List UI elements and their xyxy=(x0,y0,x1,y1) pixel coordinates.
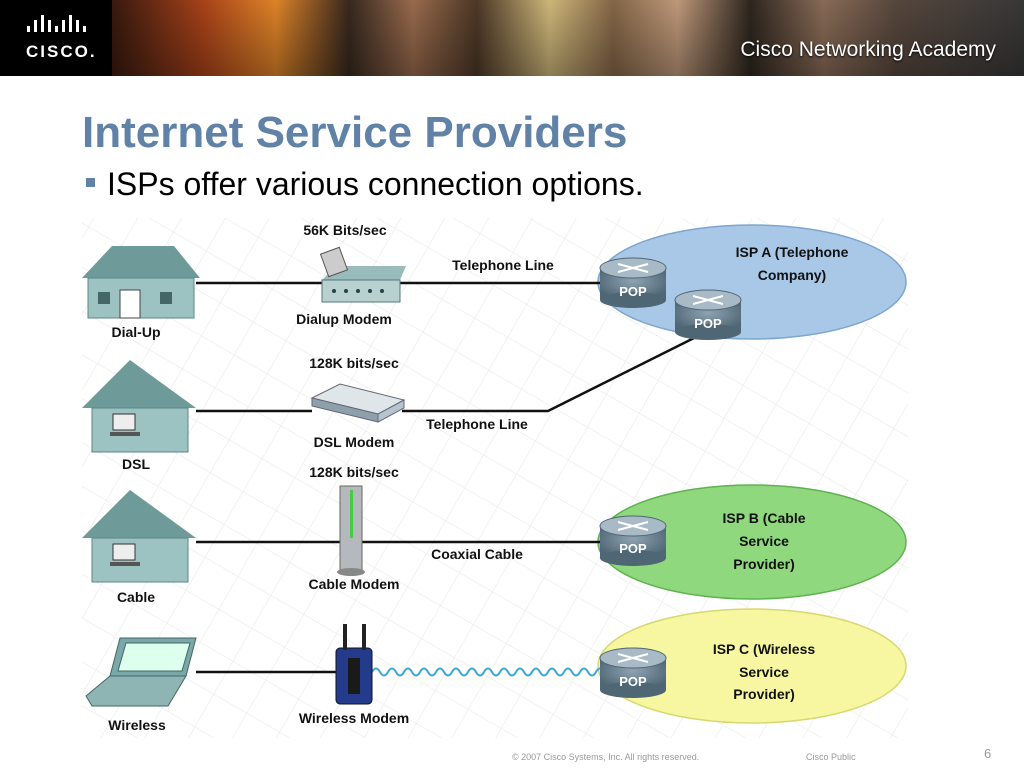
copyright-text: © 2007 Cisco Systems, Inc. All rights re… xyxy=(512,752,700,762)
link-label: Telephone Line xyxy=(452,257,554,273)
pop-label: POP xyxy=(619,541,647,556)
cisco-bars-icon xyxy=(27,15,86,32)
dsl-modem-icon xyxy=(310,383,406,423)
cable-house-icon xyxy=(82,490,196,583)
speed-label: 56K Bits/sec xyxy=(303,222,386,238)
link-label: Telephone Line xyxy=(426,416,528,432)
home-label: Wireless xyxy=(108,717,166,733)
isp-a-label-line1: ISP A (Telephone xyxy=(736,244,849,260)
device-label: Cable Modem xyxy=(308,576,399,592)
cable-modem-icon xyxy=(337,485,365,576)
bullet-text: ISPs offer various connection options. xyxy=(107,166,644,202)
pop-router-a1 xyxy=(599,257,667,308)
device-label: Wireless Modem xyxy=(299,710,409,726)
cisco-wordmark: CISCO. xyxy=(26,42,97,61)
wireless-modem-icon xyxy=(335,624,373,705)
page-number: 6 xyxy=(984,746,992,761)
home-label: Cable xyxy=(117,589,155,605)
pop-router-c xyxy=(599,647,667,698)
link-label: Coaxial Cable xyxy=(431,546,523,562)
pop-label: POP xyxy=(694,316,722,331)
isp-c-label-line2: Service xyxy=(739,664,789,680)
cisco-logo: CISCO. xyxy=(0,0,112,76)
bullet-item: ISPs offer various connection options. xyxy=(86,166,644,203)
speed-label: 128K bits/sec xyxy=(309,464,399,480)
banner-photo-strip xyxy=(112,0,1024,76)
classification-text: Cisco Public xyxy=(806,752,856,762)
wireless-signal-wave xyxy=(371,667,605,677)
isp-b-label-line3: Provider) xyxy=(733,556,794,572)
isp-b-label-line2: Service xyxy=(739,533,789,549)
bullet-square-icon xyxy=(86,178,95,188)
device-label: Dialup Modem xyxy=(296,311,392,327)
dialup-modem-icon xyxy=(319,246,406,303)
pop-router-a2 xyxy=(674,289,742,340)
pop-label: POP xyxy=(619,284,647,299)
header-banner: CISCO. Cisco Networking Academy xyxy=(0,0,1024,76)
isp-c-cloud xyxy=(597,608,907,724)
isp-a-label-line2: Company) xyxy=(758,267,826,283)
academy-title: Cisco Networking Academy xyxy=(740,38,996,61)
wireless-laptop-icon xyxy=(85,637,197,707)
isp-c-label-line1: ISP C (Wireless xyxy=(713,641,816,657)
home-label: Dial-Up xyxy=(112,324,161,340)
dialup-house-icon xyxy=(82,246,200,319)
pop-label: POP xyxy=(619,674,647,689)
home-label: DSL xyxy=(122,456,150,472)
speed-label: 128K bits/sec xyxy=(309,355,399,371)
device-label: DSL Modem xyxy=(314,434,395,450)
isp-b-label-line1: ISP B (Cable xyxy=(723,510,806,526)
slide-title: Internet Service Providers xyxy=(82,108,628,157)
isp-c-label-line3: Provider) xyxy=(733,686,794,702)
dsl-house-icon xyxy=(82,360,196,453)
pop-router-b xyxy=(599,515,667,566)
